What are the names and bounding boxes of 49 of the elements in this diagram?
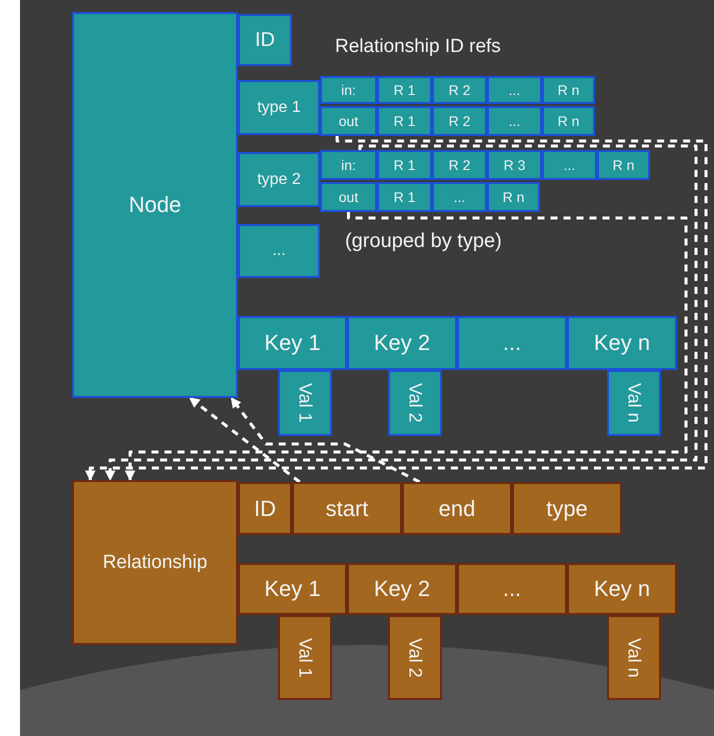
value-cell: Val 2 [388, 615, 442, 700]
field-cell: type [512, 482, 622, 535]
heading-text: Relationship ID refs [335, 36, 501, 58]
dashed-arrow [188, 396, 301, 484]
dashed-arrow [124, 210, 688, 482]
field-cell: Key 2 [347, 316, 457, 370]
field-cell: type 1 [238, 80, 320, 135]
dashed-arrow [230, 397, 420, 484]
value-cell: Val 1 [278, 615, 332, 700]
field-cell: in: [320, 76, 377, 104]
field-cell: ... [487, 76, 542, 104]
field-cell: ... [457, 563, 567, 615]
field-cell: R 2 [432, 76, 487, 104]
field-cell: R n [542, 106, 595, 136]
field-cell: ... [457, 316, 567, 370]
note-text: (grouped by type) [345, 230, 502, 253]
field-cell: ID [238, 482, 292, 535]
value-cell: Val 2 [388, 370, 442, 436]
field-cell: ID [238, 14, 292, 66]
value-cell: Val 1 [278, 370, 332, 436]
field-cell: start [292, 482, 402, 535]
field-cell: Key 1 [238, 563, 347, 615]
field-cell: Key n [567, 316, 677, 370]
field-cell: Key 1 [238, 316, 347, 370]
field-cell: R 2 [432, 150, 487, 180]
field-cell: in: [320, 150, 377, 180]
field-cell: R 1 [377, 182, 432, 212]
value-cell: Val n [607, 370, 661, 436]
field-cell: R 1 [377, 106, 432, 136]
field-cell: out [320, 182, 377, 212]
field-cell: Key 2 [347, 563, 457, 615]
field-cell: Key n [567, 563, 677, 615]
field-cell: out [320, 106, 377, 136]
field-cell: R 1 [377, 150, 432, 180]
field-cell: ... [542, 150, 597, 180]
field-cell: R 3 [487, 150, 542, 180]
field-cell: R 2 [432, 106, 487, 136]
value-cell: Val n [607, 615, 661, 700]
field-cell: R n [597, 150, 650, 180]
field-cell: end [402, 482, 512, 535]
record-block: Node [72, 12, 238, 398]
field-cell: R n [542, 76, 595, 104]
field-cell: type 2 [238, 152, 320, 207]
field-cell: ... [238, 224, 320, 278]
field-cell: ... [432, 182, 487, 212]
field-cell: R 1 [377, 76, 432, 104]
record-block: Relationship [72, 480, 238, 645]
field-cell: ... [487, 106, 542, 136]
field-cell: R n [487, 182, 540, 212]
